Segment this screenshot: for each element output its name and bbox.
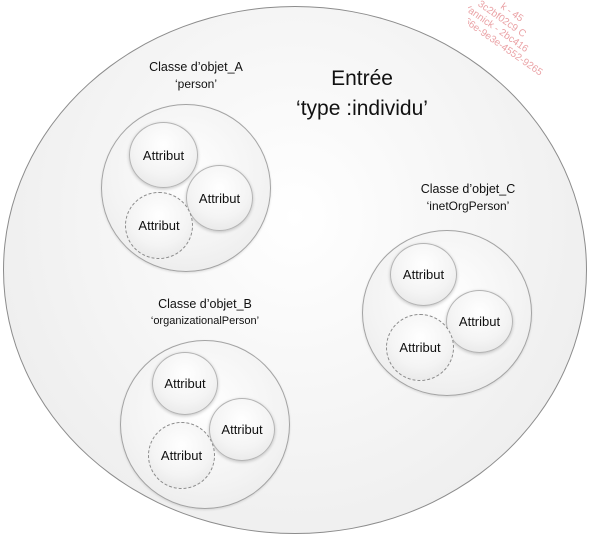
class-c-attribute-2: Attribut <box>446 290 513 353</box>
class-b-name: Classe d’objet_B <box>158 297 252 311</box>
class-b-attribute-2: Attribut <box>209 398 275 461</box>
class-a-label: Classe d’objet_A ‘person’ <box>116 59 276 93</box>
class-c-label: Classe d’objet_C ‘inetOrgPerson’ <box>388 181 548 215</box>
entry-type-label: ‘type :individu’ <box>296 97 428 120</box>
attribute-label: Attribut <box>399 340 441 355</box>
class-a-attribute-3: Attribut <box>125 192 193 259</box>
watermark-line: k - 45 <box>498 1 526 25</box>
attribute-label: Attribut <box>138 218 180 233</box>
attribute-label: Attribut <box>221 422 263 437</box>
class-c-name: Classe d’objet_C <box>420 182 516 196</box>
class-b-attribute-3: Attribut <box>148 422 215 489</box>
attribute-label: Attribut <box>164 376 206 391</box>
class-b-attribute-1: Attribut <box>152 352 218 415</box>
watermark-line: 3c2bf02c9 C <box>475 0 528 40</box>
class-a-attribute-1: Attribut <box>129 122 198 188</box>
attribute-label: Attribut <box>458 314 501 329</box>
class-a-value: ‘person’ <box>174 77 218 91</box>
class-a-name: Classe d’objet_A <box>149 60 243 74</box>
class-c-value: ‘inetOrgPerson’ <box>426 199 510 213</box>
attribute-label: Attribut <box>142 147 185 163</box>
attribute-label: Attribut <box>160 448 203 463</box>
attribute-label: Attribut <box>198 190 241 206</box>
attribute-label: Attribut <box>402 267 445 282</box>
class-b-label: Classe d’objet_B ‘organizationalPerson’ <box>115 296 295 330</box>
watermark-line: Yannick - 2bc416 <box>468 2 531 55</box>
class-b-value: ‘organizationalPerson’ <box>150 315 260 327</box>
class-c-attribute-1: Attribut <box>390 243 457 306</box>
class-c-attribute-3: Attribut <box>386 314 454 381</box>
entry-title-block: Entrée ‘type :individu’ <box>262 64 462 124</box>
entry-title: Entrée <box>331 67 393 90</box>
class-a-attribute-2: Attribut <box>186 165 253 231</box>
